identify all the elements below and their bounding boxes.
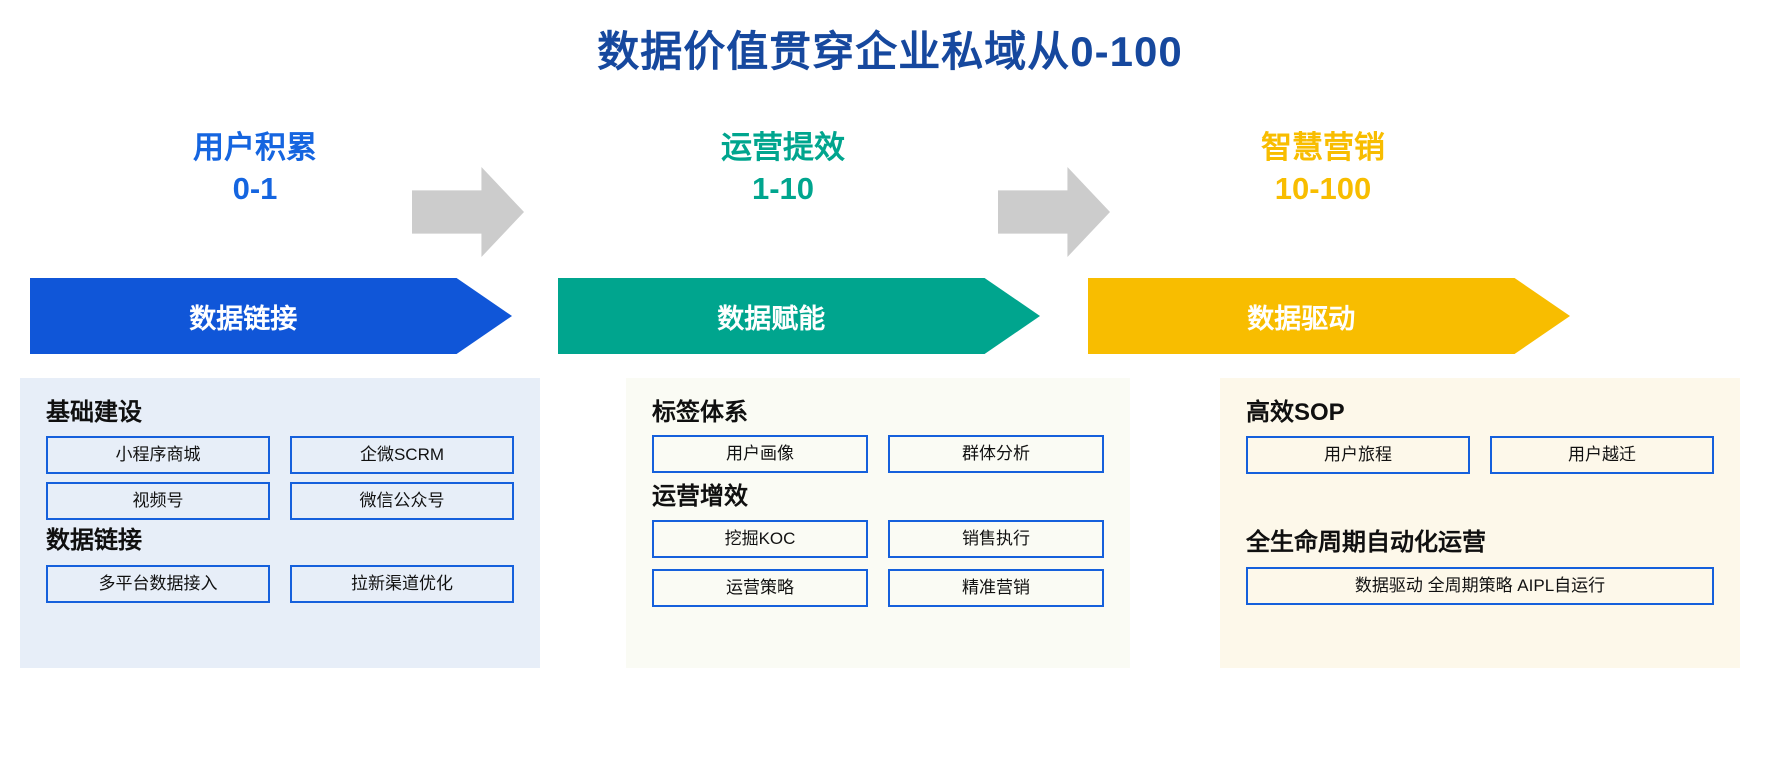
banner-data-driven: 数据驱动 [1088,278,1570,354]
section-heading: 基础建设 [46,399,142,426]
chip-item[interactable]: 多平台数据接入 [46,564,270,603]
banner-data-empowerment: 数据赋能 [558,278,1040,354]
stage-header-smart-marketing: 智慧营销 10-100 [1088,130,1558,207]
chip-item[interactable]: 运营策略 [652,568,868,607]
chip-item[interactable]: 视频号 [46,482,270,521]
chip-row: 视频号 微信公众号 [46,482,514,521]
chip-item[interactable]: 用户画像 [652,435,868,474]
section-heading: 运营增效 [652,483,748,511]
chip-item[interactable]: 拉新渠道优化 [290,564,514,603]
section-heading: 高效SOP [1246,399,1345,426]
chip-item[interactable]: 数据驱动 全周期策略 AIPL自运行 [1246,566,1714,605]
stage-name: 用户积累 [193,130,317,165]
chip-row: 挖掘KOC 销售执行 [652,519,1104,558]
banner-label: 数据驱动 [1247,303,1356,334]
chip-row: 用户旅程 用户越迁 [1246,436,1714,475]
section-heading: 全生命周期自动化运营 [1246,529,1486,557]
banner-data-connection: 数据链接 [30,278,512,354]
chip-row: 多平台数据接入 拉新渠道优化 [46,564,514,603]
chip-item[interactable]: 销售执行 [888,519,1104,558]
page-title: 数据价值贯穿企业私域从0-100 [597,28,1183,75]
stage-header-user-accumulation: 用户积累 0-1 [30,130,480,207]
section-heading: 数据链接 [46,527,142,555]
chip-row: 用户画像 群体分析 [652,435,1104,474]
stage-card-user-accumulation: 基础建设 小程序商城 企微SCRM 视频号 微信公众号 数据链接 多平台数据接入… [20,378,540,668]
chip-item[interactable]: 挖掘KOC [652,519,868,558]
chip-item[interactable]: 企微SCRM [290,436,514,475]
stage-card-operation-efficiency: 标签体系 用户画像 群体分析 运营增效 挖掘KOC 销售执行 运营策略 精准营销 [626,378,1130,668]
stage-card-smart-marketing: 高效SOP 用户旅程 用户越迁 全生命周期自动化运营 数据驱动 全周期策略 AI… [1220,378,1740,668]
stage-range: 1-10 [751,170,815,206]
stage-name: 运营提效 [721,130,845,165]
chip-item[interactable]: 用户旅程 [1246,436,1470,475]
chip-item[interactable]: 微信公众号 [290,482,514,521]
chip-item[interactable]: 群体分析 [888,435,1104,474]
chip-row: 数据驱动 全周期策略 AIPL自运行 [1246,566,1714,605]
stage-name: 智慧营销 [1261,130,1385,165]
banner-label: 数据链接 [189,303,298,334]
chip-row: 小程序商城 企微SCRM [46,436,514,475]
stage-range: 0-1 [232,170,278,206]
chip-item[interactable]: 用户越迁 [1490,436,1714,475]
stage-header-operation-efficiency: 运营提效 1-10 [558,130,1008,207]
banner-label: 数据赋能 [717,303,826,334]
section-heading: 标签体系 [652,399,748,426]
chip-row: 运营策略 精准营销 [652,568,1104,607]
stage-range: 10-100 [1274,170,1372,206]
chip-item[interactable]: 精准营销 [888,568,1104,607]
chip-item[interactable]: 小程序商城 [46,436,270,475]
